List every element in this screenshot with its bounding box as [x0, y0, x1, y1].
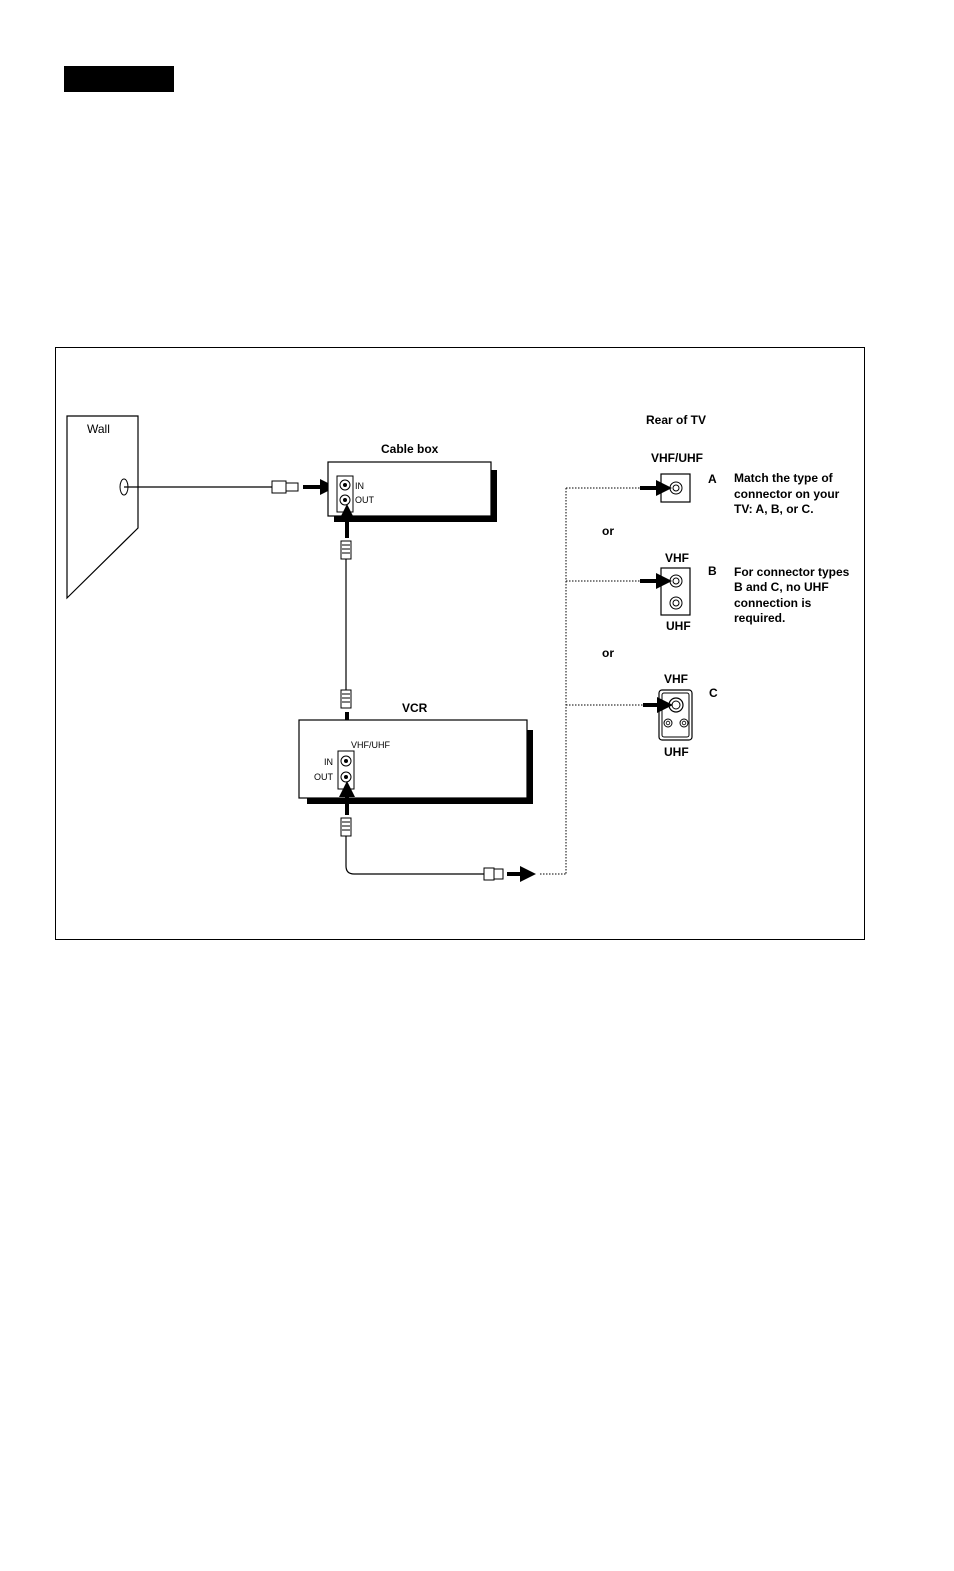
tv-connector-a: VHF/UHF A Match the type of connector on…: [640, 451, 840, 516]
vcr-in-label: IN: [324, 757, 333, 767]
cable-box-label: Cable box: [381, 442, 439, 456]
coax-plug-icon: [341, 690, 351, 708]
connector-a-note-line-1: Match the type of: [734, 471, 834, 485]
connector-b-bottom-label: UHF: [666, 619, 691, 633]
connector-c-letter: C: [709, 686, 718, 700]
connector-c-bottom-label: UHF: [664, 745, 689, 759]
connector-c-top-label: VHF: [664, 672, 688, 686]
coax-plug-icon: [484, 868, 494, 880]
coax-plug-icon: [341, 541, 351, 559]
connector-b-note-line-2: B and C, no UHF: [734, 580, 829, 594]
cable-box: Cable box IN OUT: [328, 442, 497, 522]
wall-to-cable-box-cable: [124, 481, 330, 493]
connector-b-top-label: VHF: [665, 551, 689, 565]
rear-of-tv-label: Rear of TV: [646, 413, 706, 427]
or-label-1: or: [602, 524, 614, 538]
tv-connection-dotted-lines: [566, 488, 643, 874]
vcr-vhf-uhf-label: VHF/UHF: [351, 740, 390, 750]
diagram-frame: [56, 348, 865, 940]
connector-b-note-line-4: required.: [734, 611, 785, 625]
vcr: VCR VHF/UHF IN OUT: [299, 701, 533, 804]
cable-box-out-label: OUT: [355, 495, 375, 505]
vcr-out-label: OUT: [314, 772, 334, 782]
connector-b-note-line-3: connection is: [734, 596, 812, 610]
wall: Wall: [67, 416, 138, 598]
cable-box-in-label: IN: [355, 481, 364, 491]
cable-box-to-vcr-cable: [341, 510, 351, 750]
vcr-label: VCR: [402, 701, 428, 715]
tv-connector-b: VHF UHF B For connector types B and C, n…: [640, 551, 850, 633]
tv-connector-c: VHF UHF C: [643, 672, 718, 759]
connector-b-note-line-1: For connector types: [734, 565, 850, 579]
coax-plug-icon: [341, 818, 351, 836]
connector-b-letter: B: [708, 564, 717, 578]
connector-a-note-line-2: connector on your: [734, 487, 840, 501]
connector-a-note-line-3: TV: A, B, or C.: [734, 502, 814, 516]
wall-label: Wall: [87, 422, 110, 436]
or-label-2: or: [602, 646, 614, 660]
connector-a-letter: A: [708, 472, 717, 486]
coax-plug-icon: [272, 481, 286, 493]
connector-a-top-label: VHF/UHF: [651, 451, 703, 465]
